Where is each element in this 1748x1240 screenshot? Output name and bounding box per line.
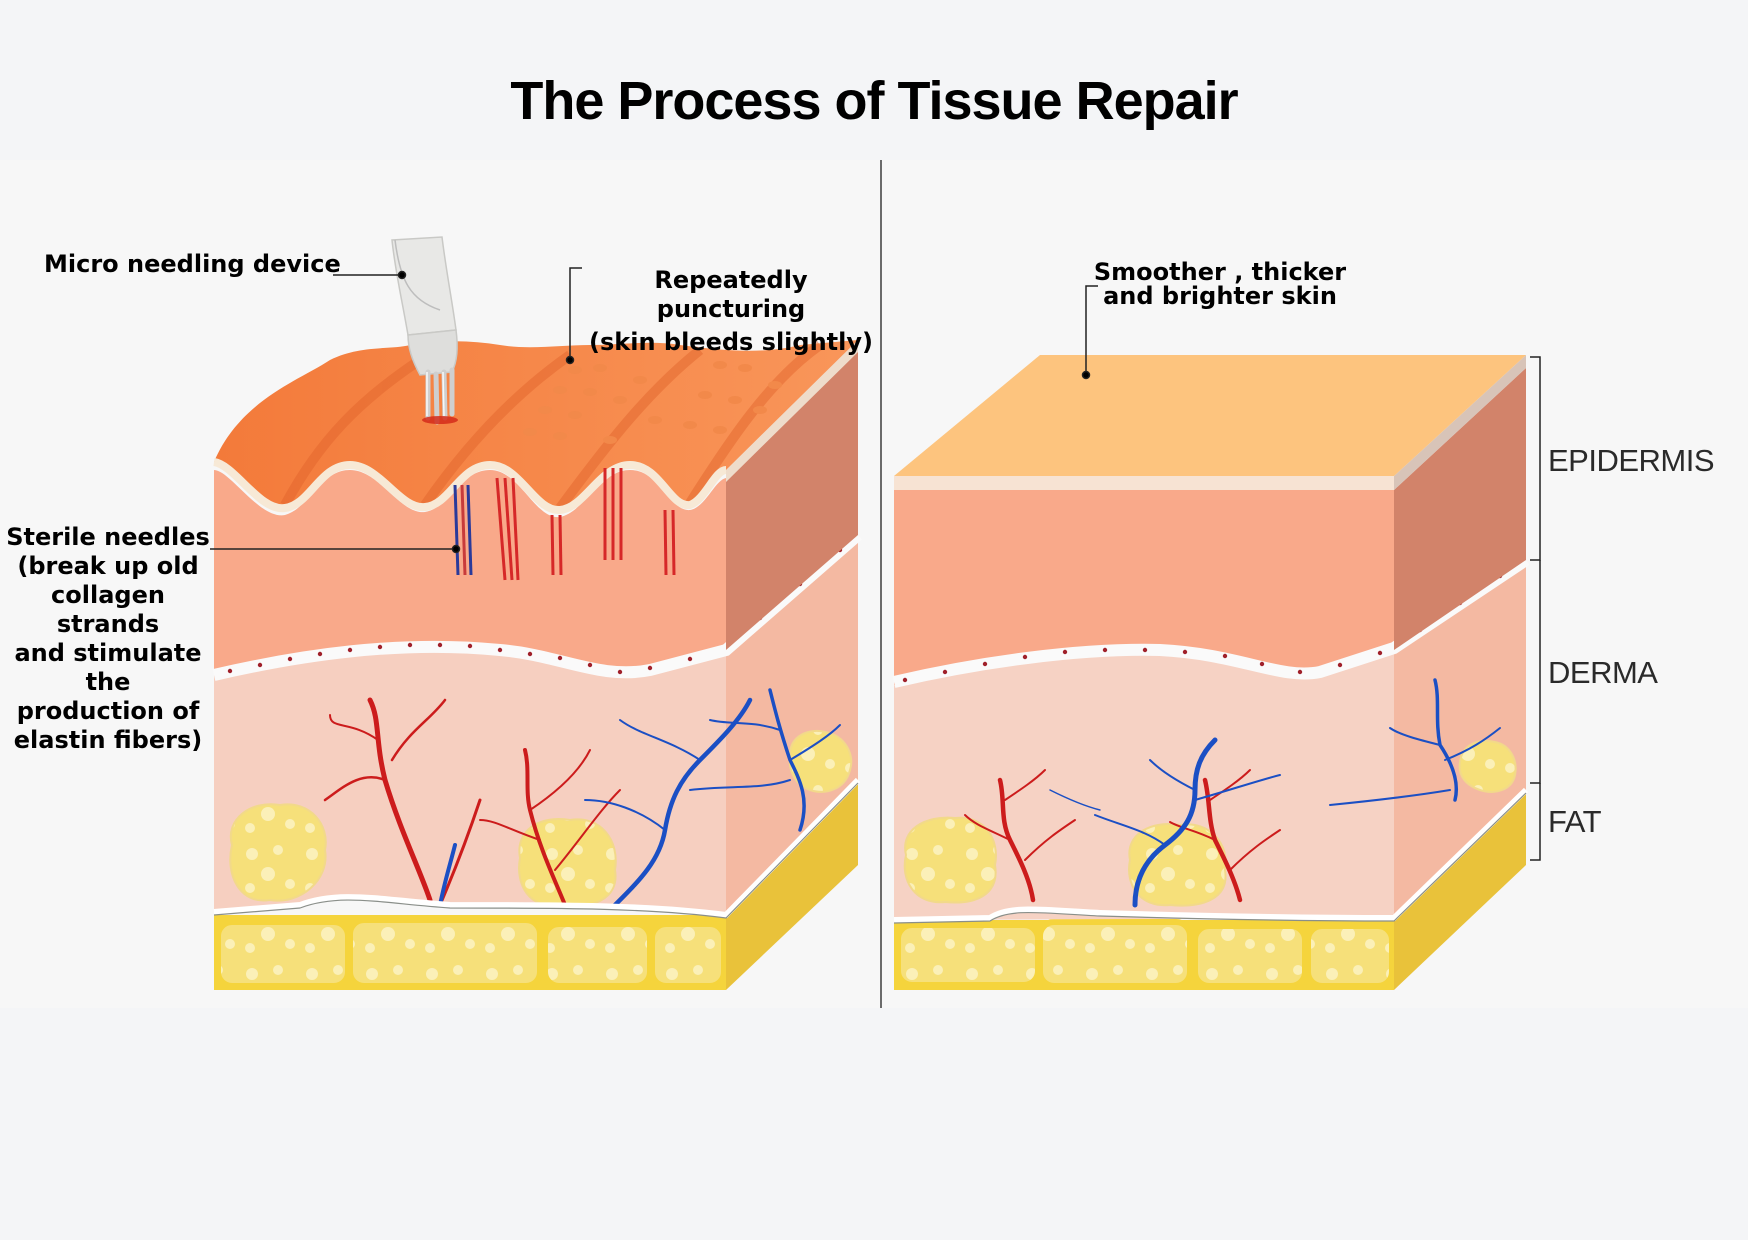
membrane-dots [902,573,1503,683]
membrane-dots [227,547,843,675]
label-line: Smoother , thicker [1093,258,1347,286]
label-line: (break up old [17,552,199,580]
layer-label-derma: DERMA [1548,655,1658,690]
veins [438,688,841,908]
label-line: elastin fibers) [13,726,203,754]
label-smoother-skin: Smoother , thicker and brighter skin [1090,260,1350,308]
label-line: collagen strands [51,581,165,638]
hypodermis-boundary [213,777,861,919]
epidermis-top-flat [894,355,1526,476]
needle-tracks [453,468,676,581]
micro-needling-device-illustration [391,236,458,425]
label-repeatedly-puncturing: Repeatedly puncturing (skin bleeds sligh… [586,266,876,357]
fat-cells [215,917,727,989]
dermis-front [894,650,1394,920]
panel-divider [880,160,882,1008]
arteries [323,697,621,907]
label-micro-needling-device: Micro needling device [44,250,341,278]
label-line: production of [16,697,200,725]
dermis-side [726,535,858,915]
basement-membrane [892,555,1530,688]
right-skin-block [892,355,1530,990]
epidermis-side [726,345,858,650]
layer-label-epidermis: EPIDERMIS [1548,443,1715,478]
epidermis-side [1394,368,1526,650]
left-skin-block [212,236,862,990]
leader-lines [210,267,1541,861]
dermis-fat-lobules [229,730,853,908]
label-line: and stimulate the [14,639,202,696]
puncture-marks [523,361,782,444]
layer-label-fat: FAT [1548,804,1602,839]
label-line: Repeatedly puncturing [654,266,808,323]
label-sterile-needles: Sterile needles (break up old collagen s… [0,523,216,755]
epidermis-top-wavy [214,340,858,511]
label-line: Sterile needles [6,523,210,551]
dermis-side [1394,555,1526,918]
fat-layer-side [1394,790,1526,990]
label-line: and brighter skin [1103,282,1337,310]
fat-layer-side [726,780,858,990]
label-line: (skin bleeds slightly) [589,328,873,356]
stratum-corneum-edge [212,458,728,514]
page-title: The Process of Tissue Repair [510,71,1238,131]
